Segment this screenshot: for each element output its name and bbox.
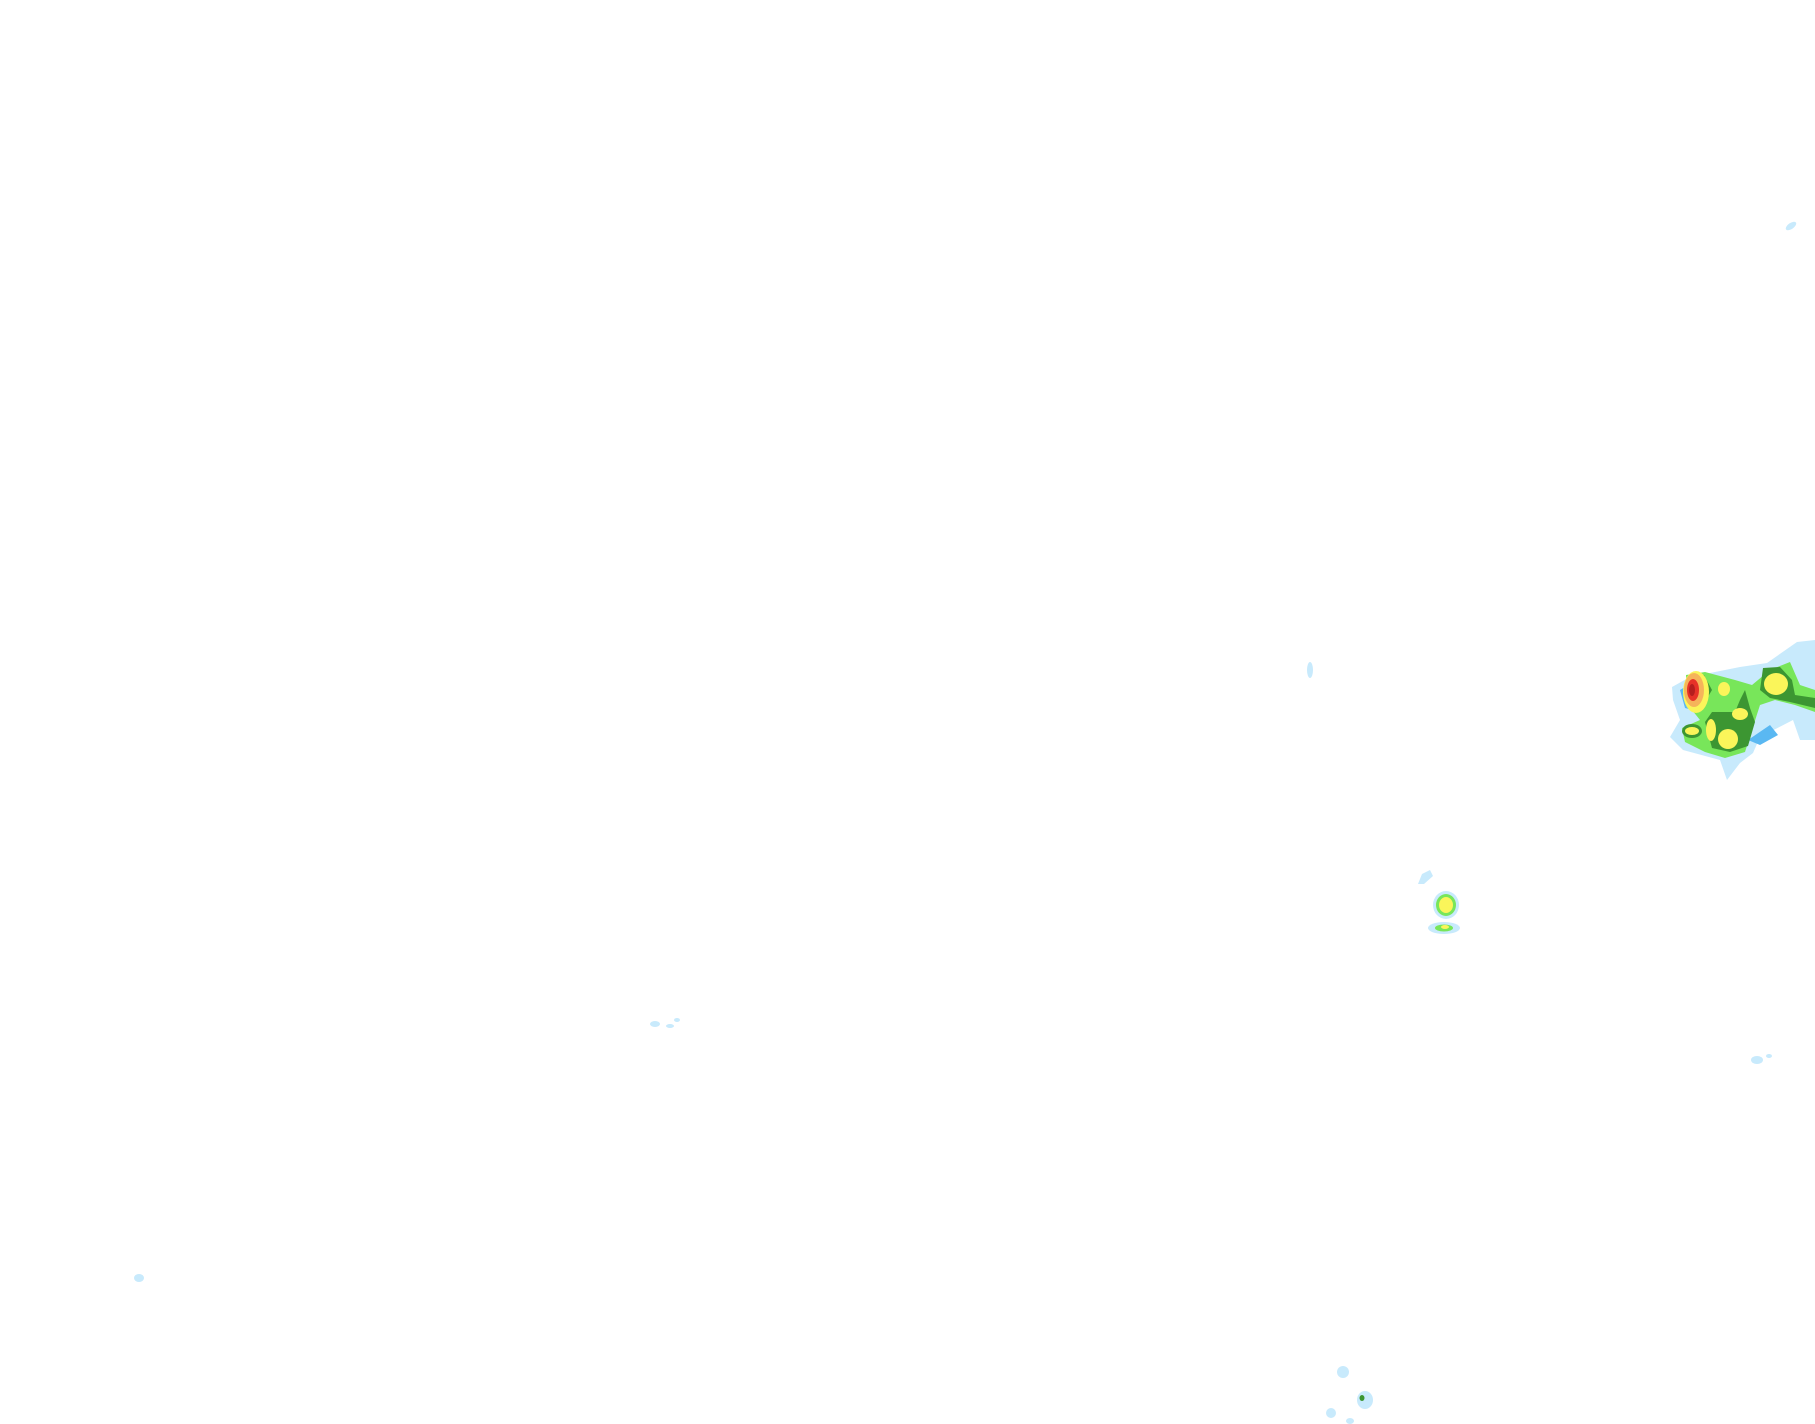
precip-very-light — [650, 1021, 660, 1027]
precip-very-light — [1418, 870, 1433, 884]
precip-heavy — [1718, 729, 1738, 749]
precip-very-light — [1346, 1418, 1354, 1424]
precip-very-light — [666, 1024, 674, 1028]
precip-very-light — [1337, 1366, 1349, 1378]
radar-cell-center — [1418, 870, 1460, 934]
precip-heavy — [1764, 673, 1788, 695]
precip-very-light — [134, 1274, 144, 1282]
radar-cell-main-cluster — [1670, 640, 1815, 780]
precip-very-light — [1766, 1054, 1772, 1058]
precip-extreme — [1689, 684, 1695, 696]
precip-heavy — [1441, 925, 1449, 929]
precip-heavy — [1439, 897, 1453, 913]
precip-moderate-heavy — [1359, 1395, 1365, 1401]
precip-heavy — [1732, 708, 1748, 720]
precip-very-light — [1357, 1391, 1373, 1409]
precip-very-light — [1326, 1408, 1336, 1418]
precip-very-light — [1307, 662, 1313, 678]
precip-heavy — [1685, 727, 1699, 735]
precip-heavy — [1718, 682, 1730, 696]
precip-very-light — [1785, 221, 1797, 231]
radar-cell-scattered — [134, 221, 1797, 1424]
precip-very-light — [674, 1018, 680, 1022]
precip-moderate-heavy — [1705, 690, 1755, 752]
precip-very-light — [1751, 1056, 1763, 1064]
precip-light — [1748, 725, 1778, 745]
precip-heavy — [1706, 719, 1716, 741]
